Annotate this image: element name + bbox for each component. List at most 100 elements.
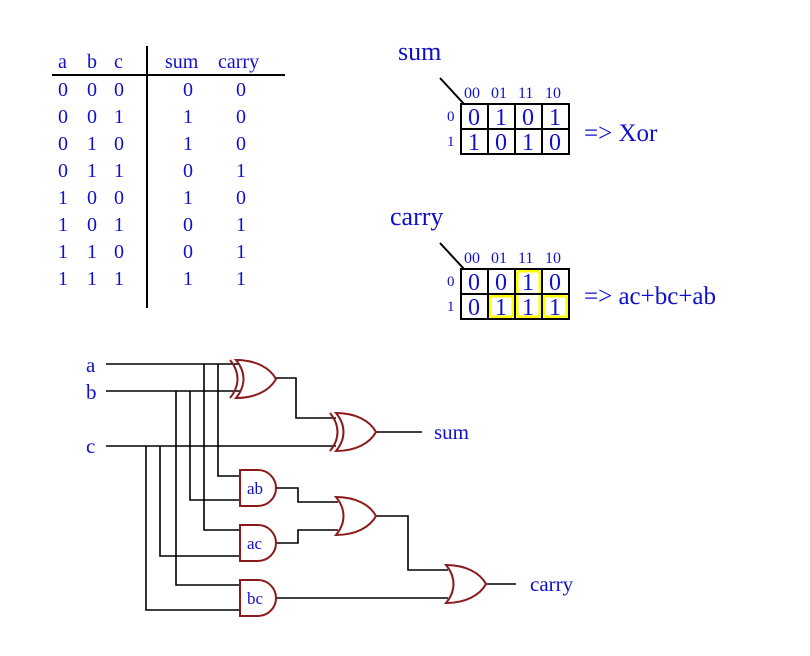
kmap-cell: 1: [468, 130, 480, 156]
truth-table-cell: 0: [58, 106, 68, 128]
truth-table-cell: 1: [58, 187, 68, 209]
truth-table-cell: 0: [236, 187, 246, 209]
truth-table-cell: 1: [236, 268, 246, 290]
kmap-cell: 0: [468, 295, 480, 321]
kmap-col-header: 00: [464, 85, 480, 102]
kmap-cell: 0: [549, 270, 561, 296]
output-label-carry: carry: [530, 572, 574, 596]
kmap-cell: 1: [522, 130, 534, 156]
kmap-group-highlight: [488, 294, 515, 319]
kmap-sum-corner-line: [439, 77, 465, 105]
truth-table-cell: 1: [87, 160, 97, 182]
header-sum: sum: [165, 51, 199, 73]
kmap-cell: 0: [468, 270, 480, 296]
and-gate-ac: ac: [239, 524, 277, 562]
and-gate-bc: bc: [239, 579, 277, 617]
truth-table-cell: 0: [236, 79, 246, 101]
kmap-cell: 1: [522, 270, 534, 296]
truth-table-cell: 0: [58, 160, 68, 182]
kmap-cell: 1: [495, 105, 507, 131]
or-gate-2: [443, 563, 488, 605]
and-gate-ab: ab: [239, 469, 277, 507]
truth-table-cell: 0: [183, 214, 193, 236]
truth-table-cell: 1: [87, 268, 97, 290]
kmap-row-header: 0: [447, 274, 455, 290]
kmap-col-header: 11: [518, 250, 533, 267]
circuit-wires: [106, 363, 516, 611]
truth-table-cell: 1: [183, 187, 193, 209]
xor-gate-2: [329, 411, 378, 453]
kmap-row-header: 0: [447, 109, 455, 125]
truth-table-cell: 1: [183, 106, 193, 128]
circuit: a b c: [86, 353, 574, 617]
kmap-col-header: 00: [464, 250, 480, 267]
truth-table-cell: 1: [236, 241, 246, 263]
truth-table-cell: 1: [58, 268, 68, 290]
header-b: b: [87, 51, 97, 73]
truth-table-cell: 1: [183, 268, 193, 290]
kmap-cell: 0: [522, 105, 534, 131]
kmap-carry-corner-line: [439, 242, 465, 270]
input-label-c: c: [86, 434, 95, 458]
header-carry: carry: [218, 51, 259, 73]
and-gate-ab-label: ab: [247, 479, 263, 498]
kmap-cell: 1: [549, 295, 561, 321]
kmap-carry-title: carry: [390, 202, 443, 231]
truth-table-cell: 1: [87, 241, 97, 263]
wire-b-to-bc: [175, 391, 242, 586]
truth-table-cell: 0: [114, 187, 124, 209]
truth-table-cell: 1: [183, 133, 193, 155]
truth-table-cell: 0: [236, 133, 246, 155]
kmap-carry-result: => ac+bc+ab: [584, 283, 716, 310]
truth-table-cell: 1: [236, 214, 246, 236]
truth-table-cell: 0: [183, 79, 193, 101]
kmap-cell: 1: [522, 295, 534, 321]
wire-or1-out: [372, 515, 448, 571]
truth-table-cell: 0: [183, 241, 193, 263]
kmap-cell: 1: [549, 105, 561, 131]
truth-table-cell: 0: [87, 106, 97, 128]
wire-b-to-ab: [189, 391, 242, 501]
wire-a-to-ac: [203, 364, 242, 531]
input-label-a: a: [86, 353, 96, 377]
truth-table-cell: 0: [58, 79, 68, 101]
kmap-col-header: 01: [491, 250, 507, 267]
kmap-cell: 0: [468, 105, 480, 131]
truth-table-cell: 0: [183, 160, 193, 182]
truth-table-cell: 0: [114, 133, 124, 155]
truth-table-cell: 0: [87, 214, 97, 236]
kmap-cell: 1: [495, 295, 507, 321]
input-label-b: b: [86, 380, 97, 404]
truth-table-cell: 0: [87, 187, 97, 209]
output-label-sum: sum: [434, 420, 469, 444]
truth-table-cell: 1: [114, 214, 124, 236]
truth-table-cell: 0: [87, 79, 97, 101]
kmap-col-header: 01: [491, 85, 507, 102]
wire-ab-out: [276, 487, 338, 503]
truth-table-cell: 1: [114, 106, 124, 128]
truth-table-cell: 1: [58, 214, 68, 236]
and-gate-bc-label: bc: [247, 589, 264, 608]
truth-table-cell: 0: [114, 79, 124, 101]
kmap-group-highlight: [542, 294, 569, 319]
kmap-sum-title: sum: [398, 37, 441, 66]
kmap-sum-result: => Xor: [584, 120, 658, 147]
truth-table-cell: 1: [58, 241, 68, 263]
xor-gate-1: [229, 358, 278, 400]
wire-ac-out: [276, 529, 338, 544]
kmap-col-header: 11: [518, 85, 533, 102]
and-gate-ac-label: ac: [247, 534, 263, 553]
truth-table-cell: 0: [236, 106, 246, 128]
header-c: c: [114, 51, 123, 73]
wire-c-to-bc: [145, 446, 242, 611]
kmap-row-header: 1: [447, 299, 455, 315]
truth-table-cell: 1: [114, 160, 124, 182]
kmap-cell: 0: [495, 130, 507, 156]
